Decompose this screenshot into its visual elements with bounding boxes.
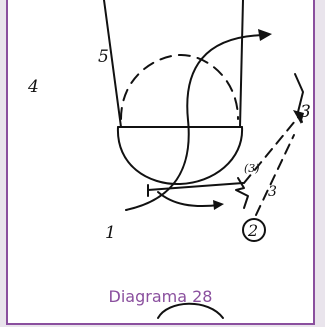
player-4-label: 4 <box>27 77 39 97</box>
player-2-circle <box>242 218 266 242</box>
player-5-label: 5 <box>98 47 109 67</box>
cut-arrowhead <box>258 29 272 41</box>
cut-path-player-1 <box>125 34 269 211</box>
pass-line-horizontal <box>147 182 244 191</box>
pass-jag <box>235 177 249 209</box>
circle-upper-dashed <box>120 54 239 120</box>
player-3-arrowhead <box>293 110 304 124</box>
pass-label-a: (3) <box>244 162 260 175</box>
pass-label-b: 3 <box>268 184 277 200</box>
circle-lower-solid <box>116 126 244 186</box>
diagram-caption: Diagrama 28 <box>108 287 213 306</box>
pass-curve-arrowhead <box>213 200 224 210</box>
dashed-pass-upper <box>243 114 301 184</box>
court-diagram: 5 4 3 2 1 (3) 3 <box>27 0 311 319</box>
bottom-circle-arc <box>157 302 224 319</box>
lane-line-left <box>103 0 122 128</box>
player-3-label: 3 <box>300 102 311 122</box>
diagram-frame: 5 4 3 2 1 (3) 3 Diagrama 28 <box>6 0 315 325</box>
player-1-label: 1 <box>105 223 116 243</box>
player-2-label: 2 <box>247 221 258 240</box>
dashed-pass-lower <box>255 134 295 216</box>
pass-curve <box>157 191 221 208</box>
lane-line-right <box>239 0 244 128</box>
